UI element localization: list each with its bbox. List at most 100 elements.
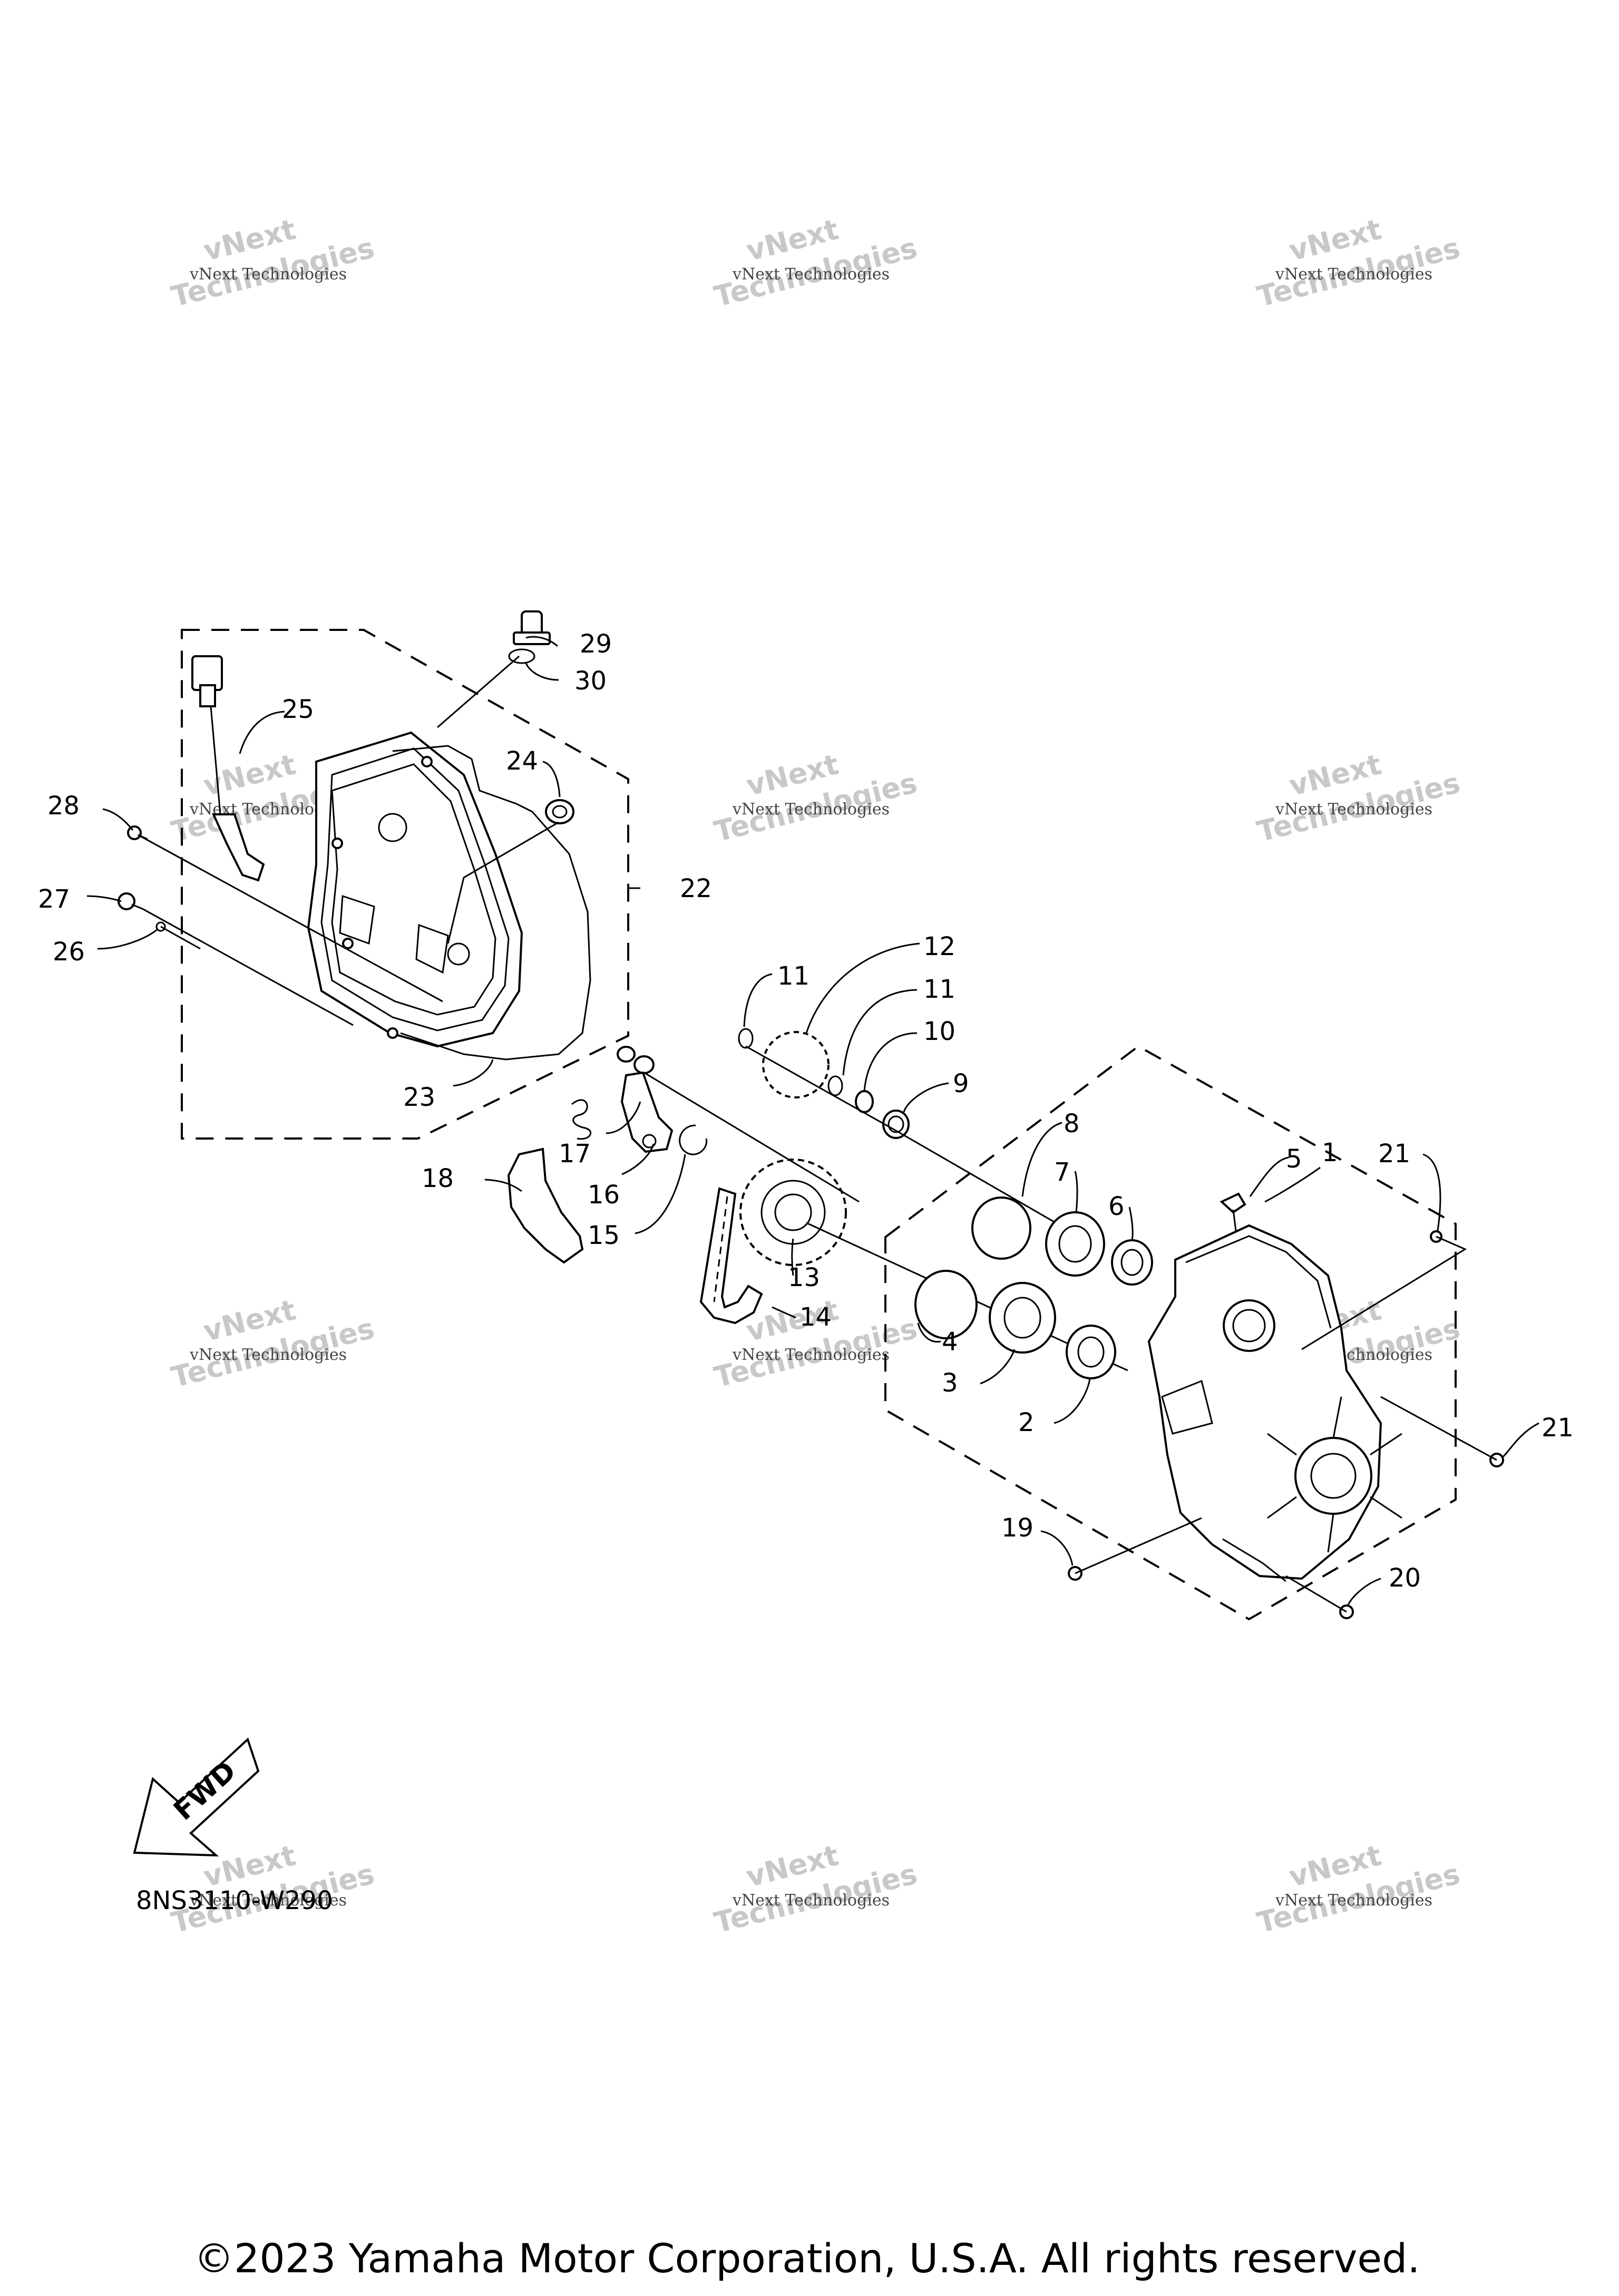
callout-25: 25: [282, 695, 314, 724]
watermark: vNext Technologies vNext Technologies: [711, 212, 920, 313]
leader: [453, 1059, 494, 1087]
leader: [1021, 1122, 1062, 1197]
callout-13: 13: [788, 1263, 820, 1292]
leader: [635, 1154, 686, 1234]
leader: [903, 1082, 949, 1113]
callout-29: 29: [580, 629, 612, 659]
callout-26: 26: [53, 937, 85, 967]
speed-sensor: [191, 655, 265, 882]
callout-21a: 21: [1378, 1139, 1410, 1169]
leader: [97, 928, 159, 950]
assembly-line: [1301, 1235, 1467, 1350]
callout-30: 30: [574, 666, 607, 696]
leader: [1128, 1207, 1134, 1240]
callout-11a: 11: [777, 961, 810, 991]
circlip-15: [679, 1124, 708, 1155]
washer-top: [617, 1046, 636, 1063]
assembly-line: [437, 655, 520, 728]
callout-14: 14: [799, 1302, 832, 1332]
circlip-11b: [827, 1075, 843, 1096]
svg-text:vNext Technologies: vNext Technologies: [1275, 1891, 1432, 1910]
leader: [525, 636, 558, 647]
svg-text:vNext Technologies: vNext Technologies: [732, 265, 890, 284]
leader: [980, 1349, 1016, 1385]
drive-chain: [699, 1187, 763, 1325]
chain-tensioner: [620, 1071, 674, 1153]
assembly-line: [1380, 1396, 1497, 1461]
leader: [542, 761, 561, 797]
leader: [102, 808, 134, 831]
assembly-line: [1075, 1517, 1202, 1574]
driven-sprocket: [739, 1159, 847, 1266]
washer-26: [155, 921, 166, 932]
assembly-line: [1285, 1575, 1347, 1613]
circlip-11: [738, 1028, 754, 1049]
bearing-3: [989, 1282, 1056, 1354]
callout-11b: 11: [923, 975, 955, 1004]
chaincase-cover: [307, 731, 523, 1048]
leader: [842, 989, 918, 1076]
leader: [86, 895, 122, 902]
callout-8: 8: [1064, 1109, 1080, 1139]
leader: [606, 1101, 641, 1134]
diagram-code: 8NS3110-W290: [136, 1886, 333, 1915]
callout-28: 28: [47, 791, 80, 821]
leader: [1347, 1578, 1381, 1606]
watermark: vNext Technologies vNext Technologies: [168, 212, 377, 313]
plug-o-ring: [508, 648, 535, 664]
callout-24: 24: [506, 746, 538, 776]
callout-19: 19: [1001, 1513, 1033, 1543]
assembly-line: [643, 1072, 860, 1203]
leader: [1054, 1378, 1091, 1424]
leader: [1264, 1166, 1321, 1203]
bearing-7: [1045, 1211, 1105, 1277]
leader: [743, 973, 773, 1027]
callout-17: 17: [559, 1139, 591, 1169]
assembly-line: [447, 821, 559, 944]
svg-text:vNext Technologies: vNext Technologies: [732, 1891, 890, 1910]
callout-7: 7: [1054, 1157, 1070, 1187]
assembly-line: [138, 834, 443, 1003]
callout-4: 4: [942, 1327, 958, 1357]
callout-6: 6: [1108, 1192, 1125, 1221]
callout-2: 2: [1018, 1408, 1035, 1437]
drain-plug: [513, 610, 551, 645]
svg-text:vNext Technologies: vNext Technologies: [189, 1891, 347, 1910]
drive-sprocket: [762, 1031, 830, 1098]
leader: [1249, 1156, 1289, 1197]
watermark: vNext Technologies vNext Technologies: [711, 747, 920, 848]
leader: [791, 1238, 794, 1276]
callout-16: 16: [588, 1180, 620, 1210]
callout-27: 27: [38, 884, 70, 914]
leader: [239, 711, 285, 754]
callout-18: 18: [422, 1164, 454, 1193]
svg-text:vNext Technologies: vNext Technologies: [732, 1346, 890, 1364]
tensioner-spring: [571, 1099, 592, 1140]
breather-fitting-5: [1220, 1192, 1246, 1231]
assembly-line: [745, 1045, 896, 1132]
leader: [1040, 1530, 1074, 1566]
oil-seal-2: [1066, 1325, 1116, 1379]
leader: [863, 1032, 918, 1092]
oil-seal-6: [1111, 1239, 1153, 1286]
callout-22: 22: [680, 874, 712, 903]
group-outline-cover: [181, 629, 629, 1140]
assembly-line: [160, 926, 201, 950]
leader: [621, 1143, 655, 1175]
callout-21b: 21: [1542, 1413, 1574, 1443]
svg-text:vNext Technologies: vNext Technologies: [1275, 800, 1432, 819]
callout-20: 20: [1389, 1563, 1421, 1593]
callout-1: 1: [1322, 1138, 1338, 1168]
leader: [1074, 1171, 1078, 1213]
cover-oil-seal: [545, 799, 574, 824]
washer-9-hole: [887, 1115, 904, 1133]
leader: [805, 942, 920, 1034]
svg-text:vNext Technologies: vNext Technologies: [189, 1346, 347, 1364]
leader: [525, 663, 559, 681]
callout-10: 10: [923, 1017, 955, 1046]
assembly-line: [142, 908, 354, 1026]
leader: [917, 1322, 941, 1343]
leader: [1501, 1422, 1539, 1458]
group-outline-case: [884, 1045, 1457, 1621]
leader: [484, 1179, 522, 1192]
